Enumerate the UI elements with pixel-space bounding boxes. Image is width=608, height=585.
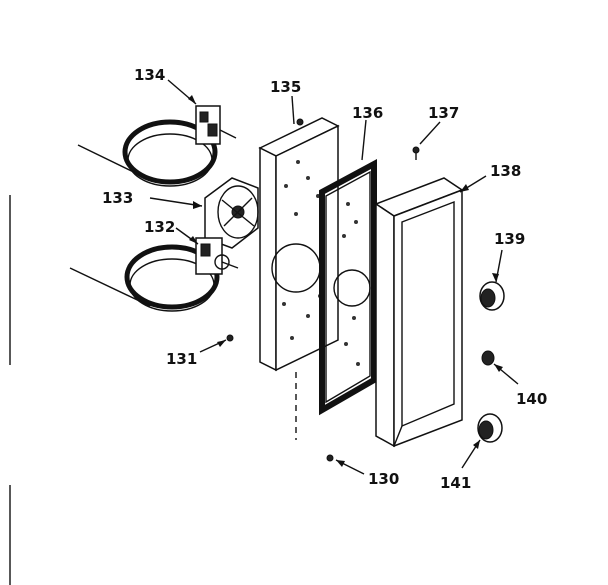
callout-133: 133	[102, 189, 133, 207]
leader-lines	[149, 79, 519, 475]
screw-131	[226, 334, 234, 342]
thermostat-134	[77, 105, 237, 187]
knob-139	[479, 281, 505, 311]
callout-141: 141	[440, 474, 471, 492]
callout-136: 136	[352, 104, 383, 122]
callout-138: 138	[490, 162, 521, 180]
timer-133	[204, 177, 259, 249]
screw-130	[326, 454, 334, 462]
callout-132: 132	[144, 218, 175, 236]
knob-141	[477, 413, 503, 443]
callout-130: 130	[368, 470, 399, 488]
callout-140: 140	[516, 390, 547, 408]
clip-140	[481, 350, 495, 366]
thermostat-132	[69, 237, 239, 312]
callout-137: 137	[428, 104, 459, 122]
callout-134: 134	[134, 66, 165, 84]
gasket-136	[319, 158, 377, 416]
screw-137	[412, 146, 420, 160]
bezel-frame-138	[374, 177, 464, 448]
callout-135: 135	[270, 78, 301, 96]
callout-131: 131	[166, 350, 197, 368]
callout-139: 139	[494, 230, 525, 248]
